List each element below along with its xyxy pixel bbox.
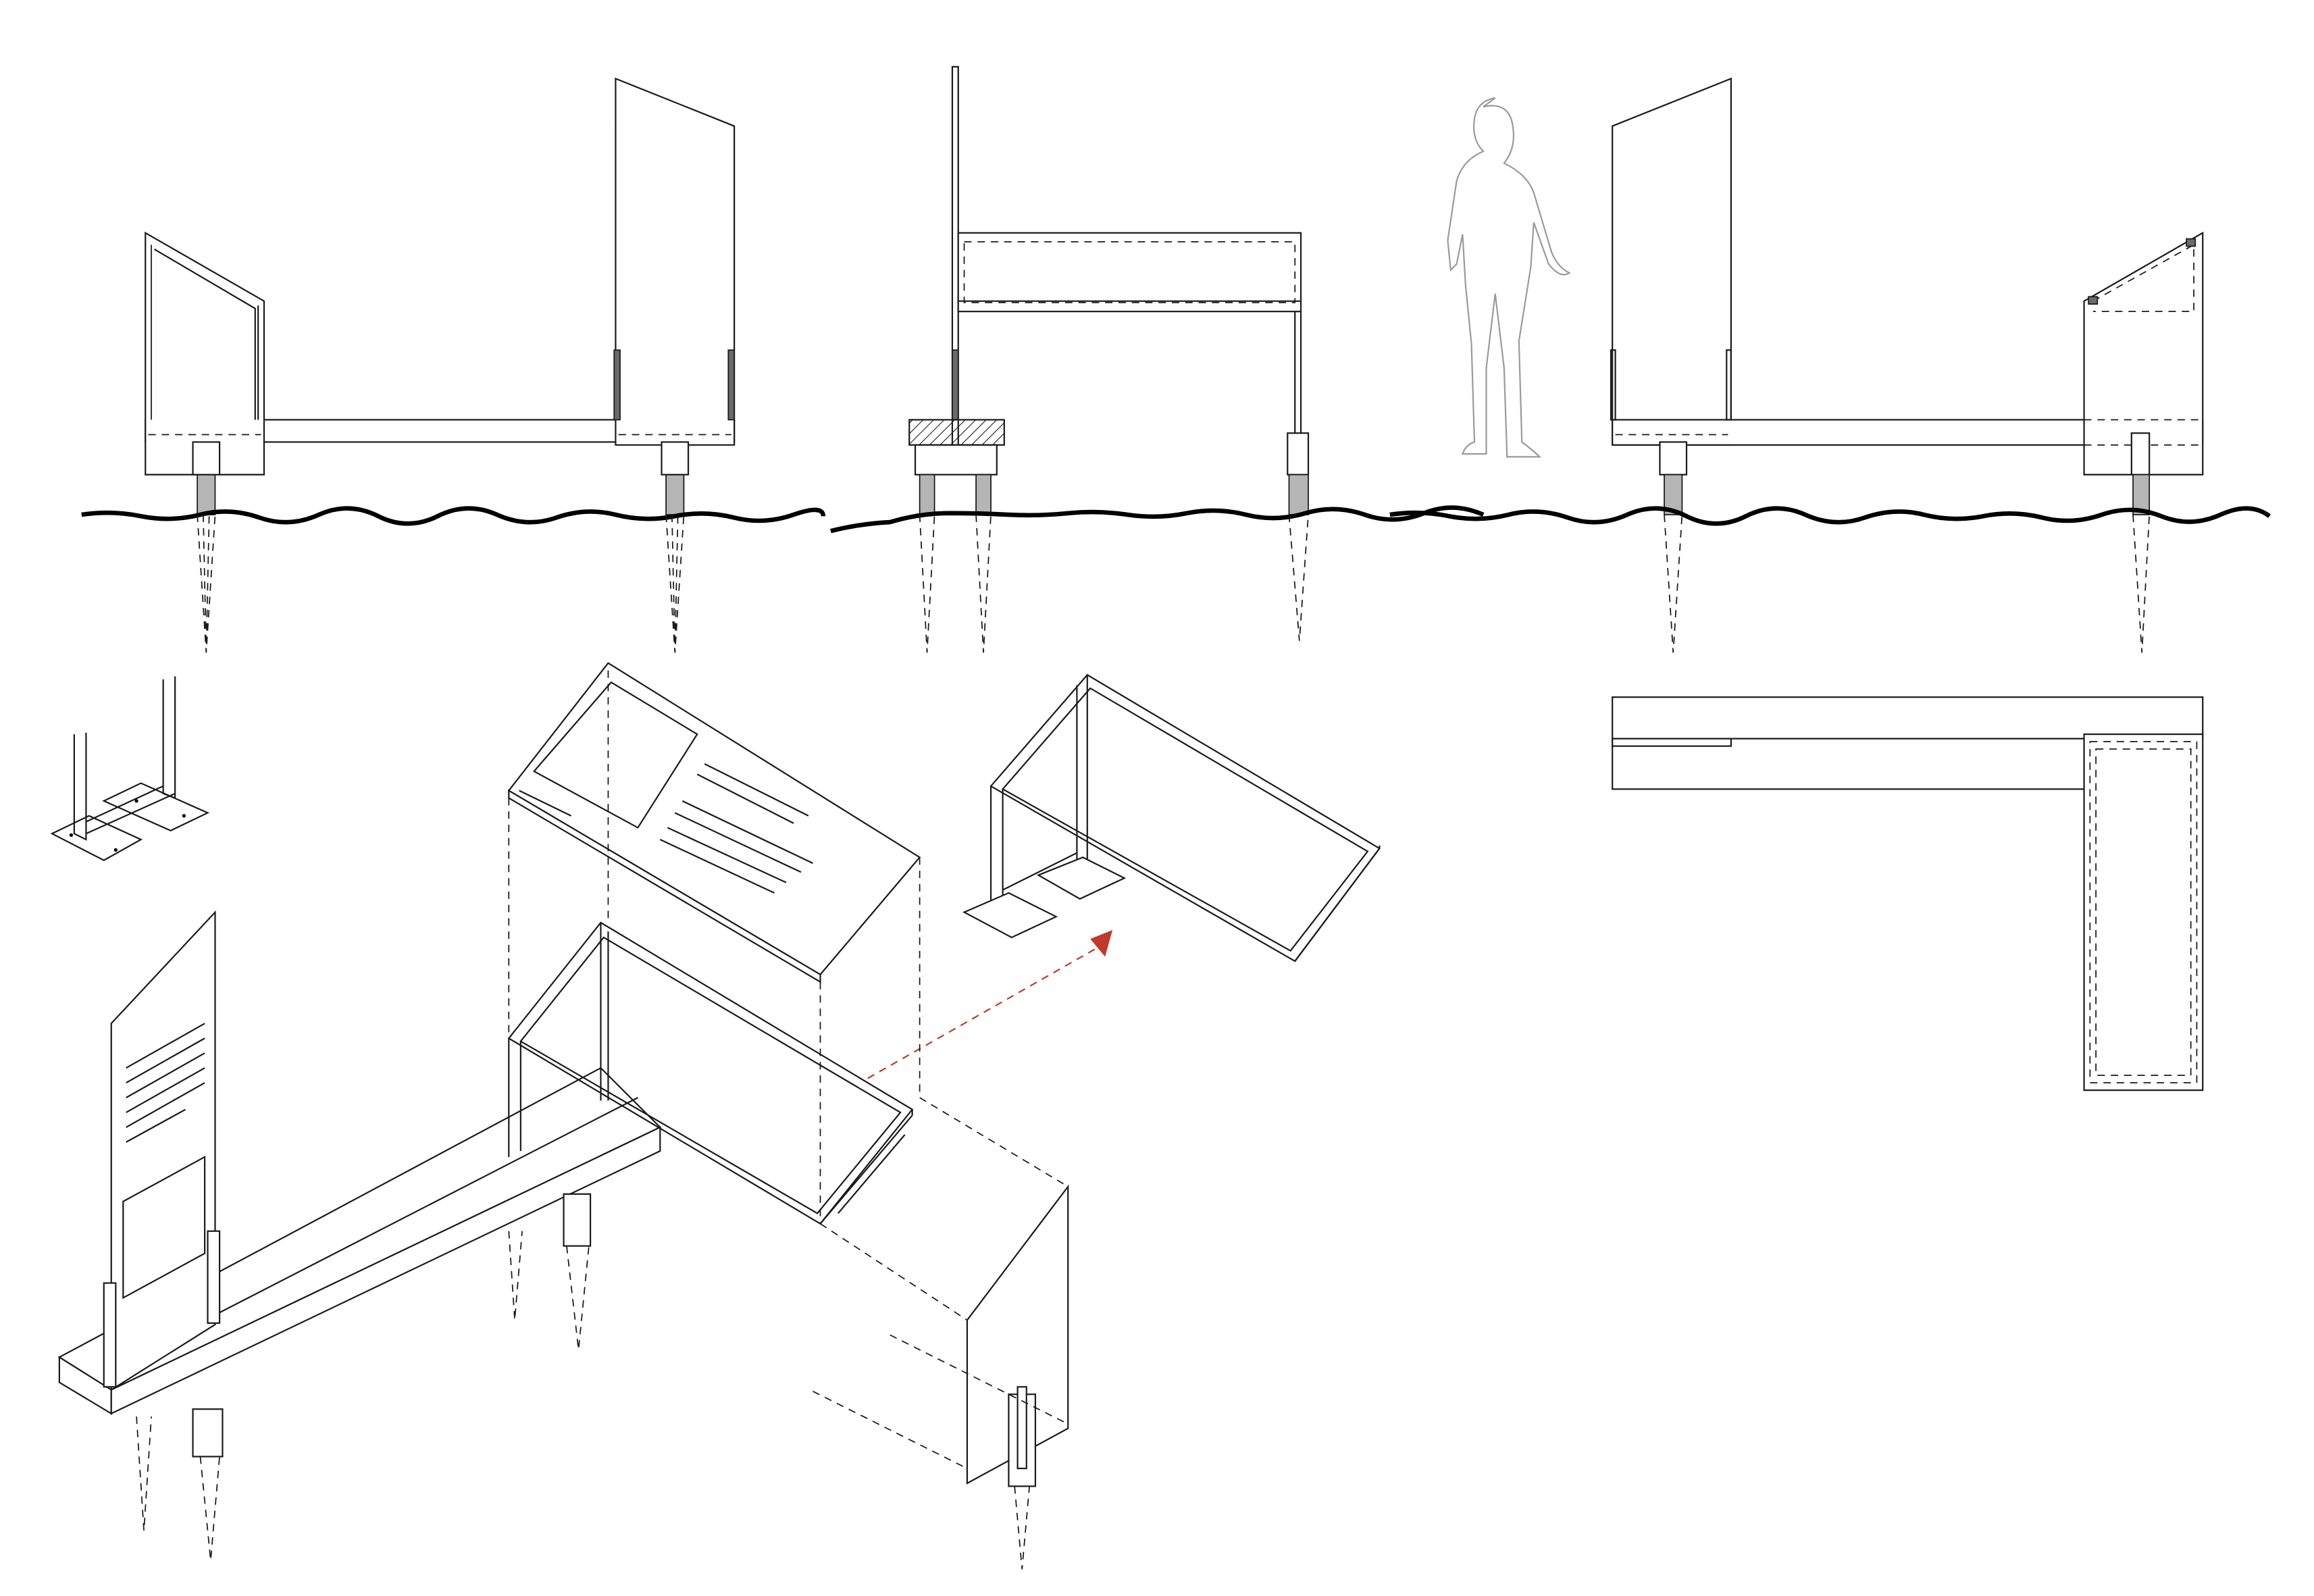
ground-spike-left	[197, 514, 216, 653]
bracket-detail	[50, 676, 210, 861]
ground-spike-right	[665, 514, 685, 653]
assembly-direction-line	[867, 948, 1096, 1079]
tall-info-panel	[615, 77, 736, 446]
human-figure-scale-icon	[1447, 97, 1571, 458]
sign-frame-side	[957, 232, 1302, 313]
side-elevation	[830, 66, 1485, 653]
plan-view	[1612, 696, 2204, 1091]
sign-box-angled	[145, 231, 265, 475]
post-side-right	[1288, 473, 1309, 515]
arrow-direction-icon	[1090, 929, 1113, 957]
iso-tall-panel	[110, 910, 216, 1391]
post-right	[665, 473, 685, 515]
ground-line	[81, 506, 826, 526]
info-tabletop	[507, 662, 921, 976]
exploded-frame	[989, 673, 1381, 962]
post-left	[197, 473, 216, 515]
iso-sign-box	[966, 1184, 1069, 1485]
front-elevation	[81, 77, 826, 653]
rear-elevation	[1389, 77, 2271, 653]
isometric-view	[57, 662, 1381, 1570]
sign-frame-inner	[153, 248, 256, 420]
bench-section-hatched	[908, 419, 1005, 446]
